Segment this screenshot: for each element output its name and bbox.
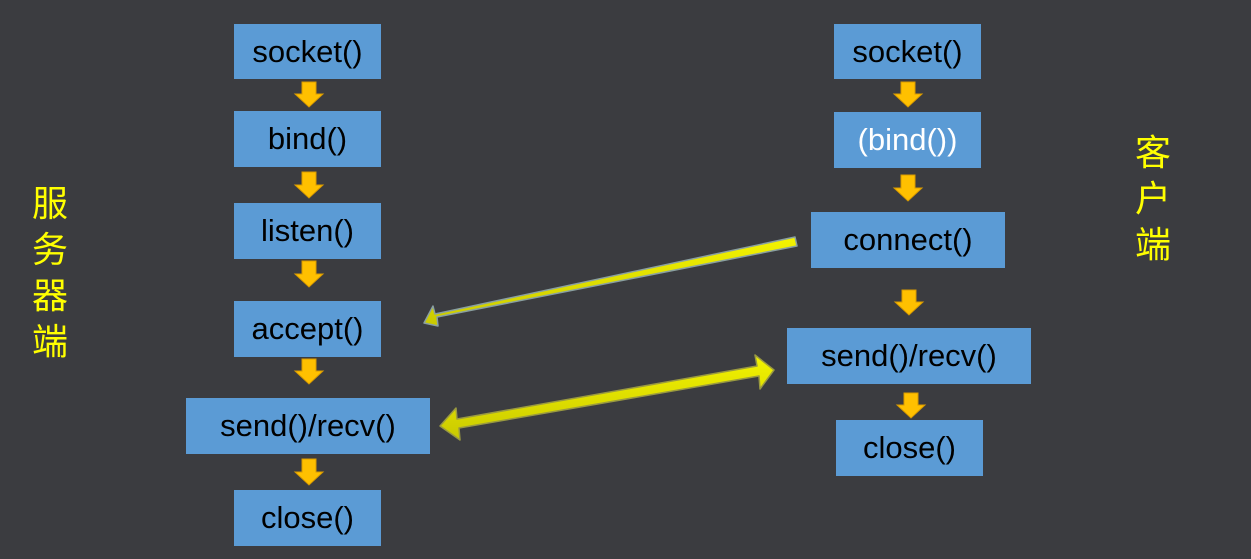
server-step-listen: listen() bbox=[234, 203, 381, 259]
client-step-send-recv: send()/recv() bbox=[787, 328, 1031, 384]
server-down-arrow-1 bbox=[293, 81, 325, 108]
client-down-arrow-1 bbox=[892, 81, 924, 108]
client-step-socket: socket() bbox=[834, 24, 981, 79]
send-recv-bidirectional-arrow bbox=[439, 354, 775, 441]
server-step-send-recv: send()/recv() bbox=[186, 398, 430, 454]
server-down-arrow-2 bbox=[293, 171, 325, 199]
server-step-accept: accept() bbox=[234, 301, 381, 357]
server-side-label: 服务器端 bbox=[31, 184, 68, 363]
client-side-label: 客户端 bbox=[1134, 133, 1171, 266]
client-step-close: close() bbox=[836, 420, 983, 476]
server-step-socket: socket() bbox=[234, 24, 381, 79]
client-down-arrow-3 bbox=[893, 289, 925, 316]
server-down-arrow-5 bbox=[293, 458, 325, 486]
server-down-arrow-3 bbox=[293, 260, 325, 288]
connect-to-accept-arrow bbox=[423, 236, 798, 327]
client-step-bind-optional: (bind()) bbox=[834, 112, 981, 168]
server-step-bind: bind() bbox=[234, 111, 381, 167]
server-down-arrow-4 bbox=[293, 358, 325, 385]
client-step-connect: connect() bbox=[811, 212, 1005, 268]
client-down-arrow-2 bbox=[892, 174, 924, 202]
server-step-close: close() bbox=[234, 490, 381, 546]
client-down-arrow-4 bbox=[895, 392, 927, 419]
